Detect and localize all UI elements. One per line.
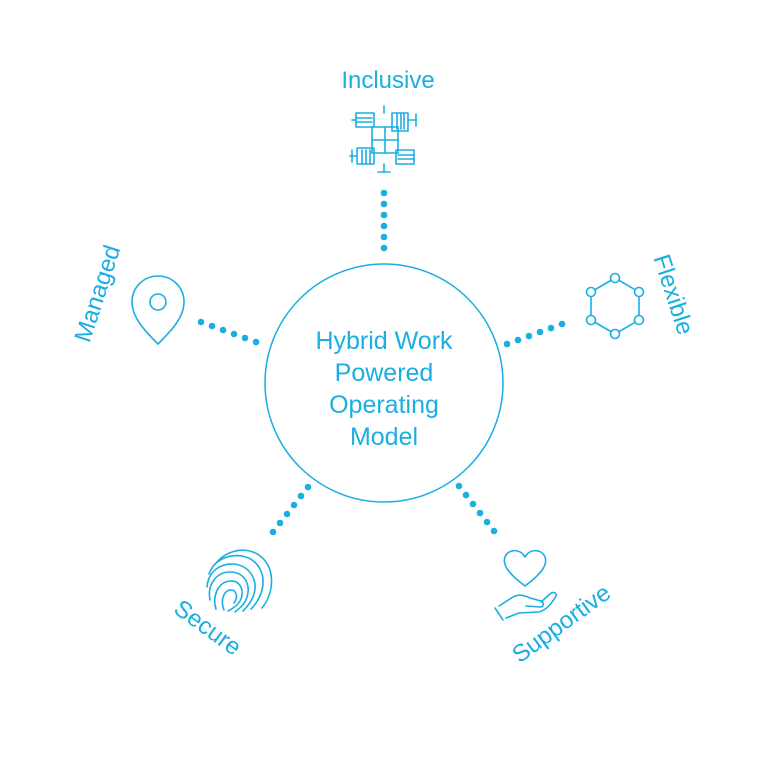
node-flexible: Flexible (585, 251, 699, 340)
node-managed-label: Managed (70, 242, 127, 346)
node-secure: Secure (169, 549, 273, 662)
node-supportive: Supportive (494, 549, 616, 669)
center-circle (264, 263, 504, 503)
center-title-line-1: Hybrid Work (315, 327, 453, 355)
connector-secure (269, 483, 312, 536)
center-title-line-2: Powered (335, 359, 434, 387)
connector-inclusive (380, 189, 388, 252)
hexagon-network-icon (585, 272, 645, 340)
center-title-line-4: Model (350, 423, 418, 451)
center-title-line-3: Operating (329, 391, 439, 419)
node-secure-label: Secure (169, 595, 246, 662)
center-hub: Hybrid Work Powered Operating Model (264, 263, 504, 503)
node-flexible-label: Flexible (648, 251, 699, 338)
heart-in-hand-icon (494, 549, 557, 621)
node-supportive-label: Supportive (507, 579, 616, 668)
hands-together-icon (349, 105, 417, 173)
fingerprint-icon (206, 549, 273, 613)
connector-flexible (503, 320, 566, 348)
location-pin-icon (131, 275, 185, 345)
connector-managed (197, 318, 260, 346)
node-inclusive-label: Inclusive (341, 67, 434, 94)
node-managed: Managed (70, 242, 185, 346)
node-inclusive: Inclusive (341, 67, 435, 173)
connector-supportive (455, 482, 498, 535)
